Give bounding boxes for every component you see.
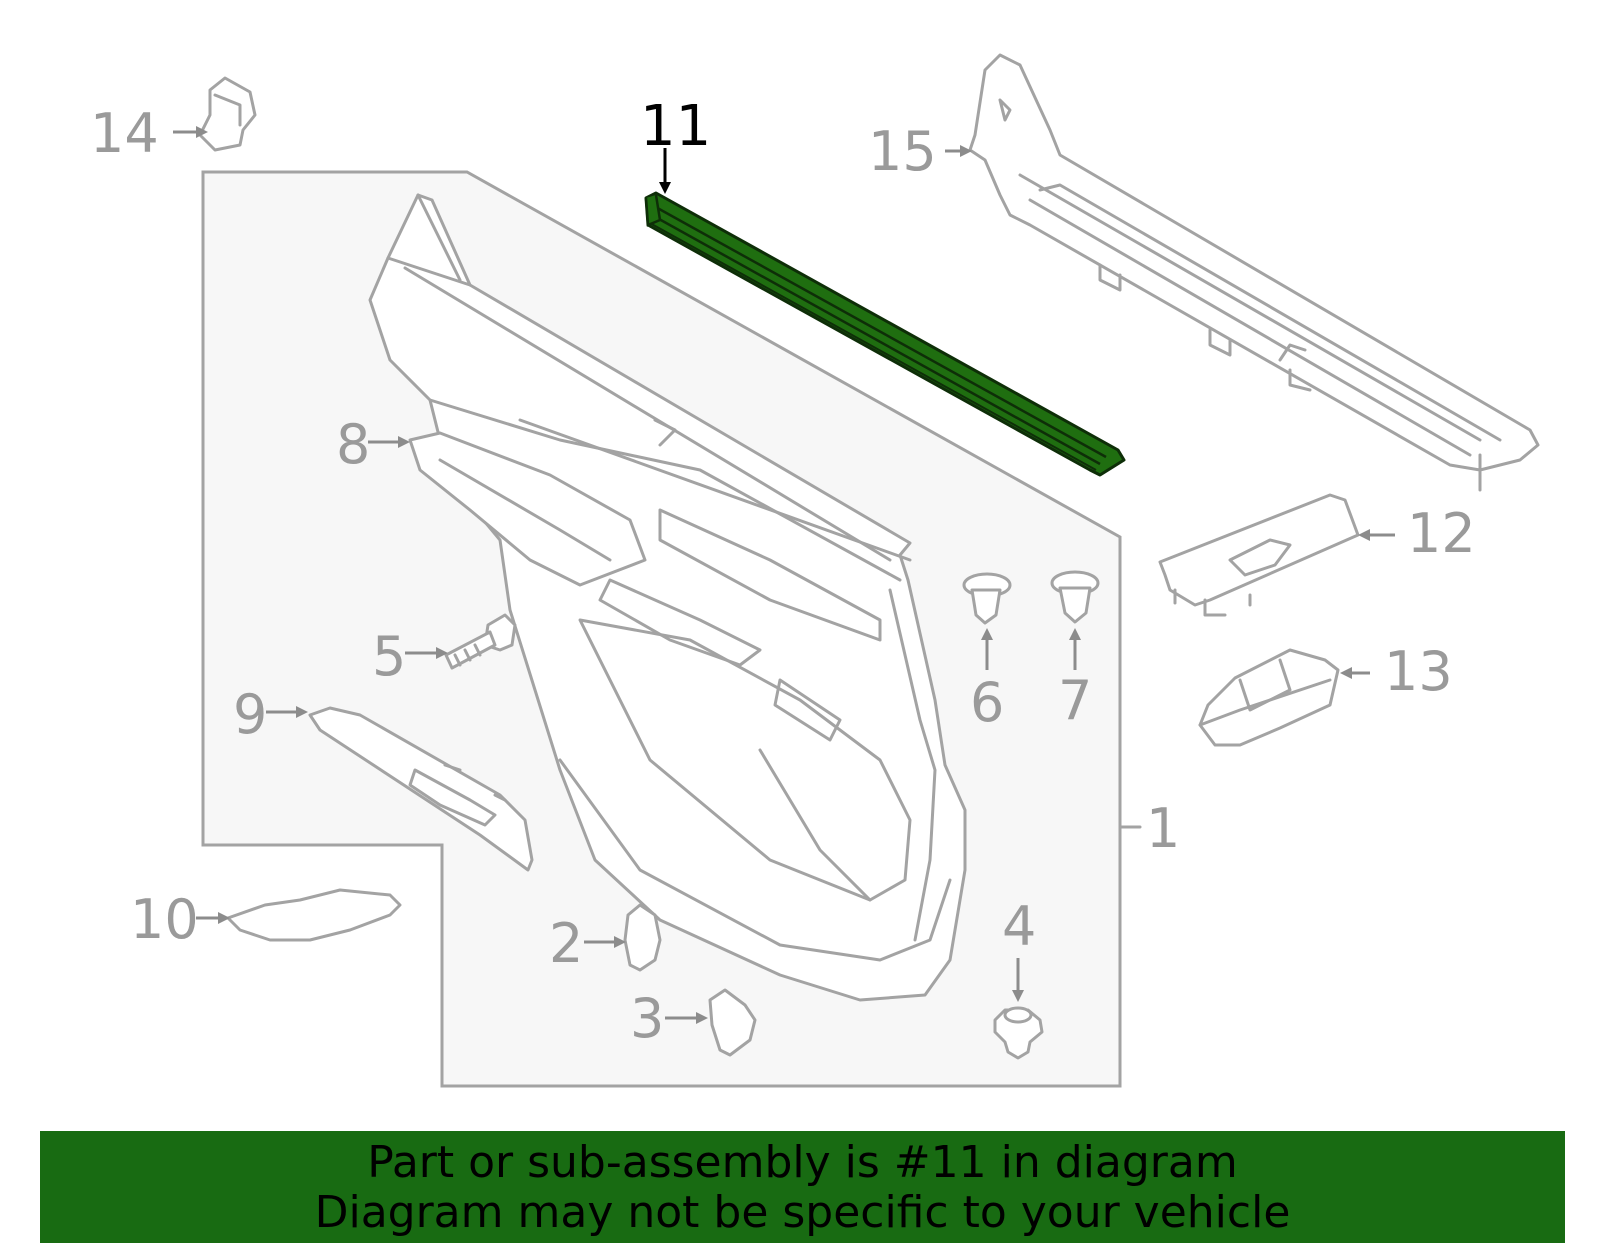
clip-part-2 — [623, 903, 662, 972]
screw-part-5 — [444, 613, 517, 670]
callout-1: 1 — [1146, 797, 1181, 860]
callout-4: 4 — [1002, 895, 1037, 958]
upper-trim-part-15 — [968, 53, 1540, 492]
banner-line-1: Part or sub-assembly is #11 in diagram — [367, 1137, 1238, 1188]
callout-9: 9 — [233, 683, 268, 746]
push-pin-part-7 — [1050, 570, 1100, 624]
clip-part-3 — [708, 988, 757, 1057]
bracket-part-14 — [198, 76, 257, 152]
callout-13: 13 — [1384, 640, 1453, 703]
callout-6: 6 — [970, 671, 1005, 734]
callout-12: 12 — [1407, 502, 1476, 565]
leader-arrows — [173, 126, 1395, 1024]
callout-5: 5 — [372, 625, 407, 688]
callout-8: 8 — [336, 413, 371, 476]
info-banner: Part or sub-assembly is #11 in diagram D… — [40, 1131, 1565, 1243]
cover-part-10 — [226, 888, 402, 942]
push-pin-part-6 — [962, 572, 1012, 625]
window-switch-part-13 — [1198, 648, 1340, 747]
push-pin-part-4 — [993, 1006, 1044, 1060]
callout-2: 2 — [549, 912, 584, 975]
belt-weatherstrip-part-11 — [644, 191, 1126, 477]
handle-bezel-part-9 — [308, 706, 534, 872]
banner-line-2: Diagram may not be specific to your vehi… — [314, 1187, 1291, 1238]
door-trim-panel — [368, 193, 967, 1002]
callout-3: 3 — [630, 987, 665, 1050]
switch-bezel-part-12 — [1158, 493, 1360, 617]
callout-11: 11 — [640, 94, 712, 159]
callout-15: 15 — [868, 120, 937, 183]
callout-14: 14 — [90, 102, 159, 165]
callout-7: 7 — [1058, 669, 1093, 732]
callout-10: 10 — [130, 888, 199, 951]
